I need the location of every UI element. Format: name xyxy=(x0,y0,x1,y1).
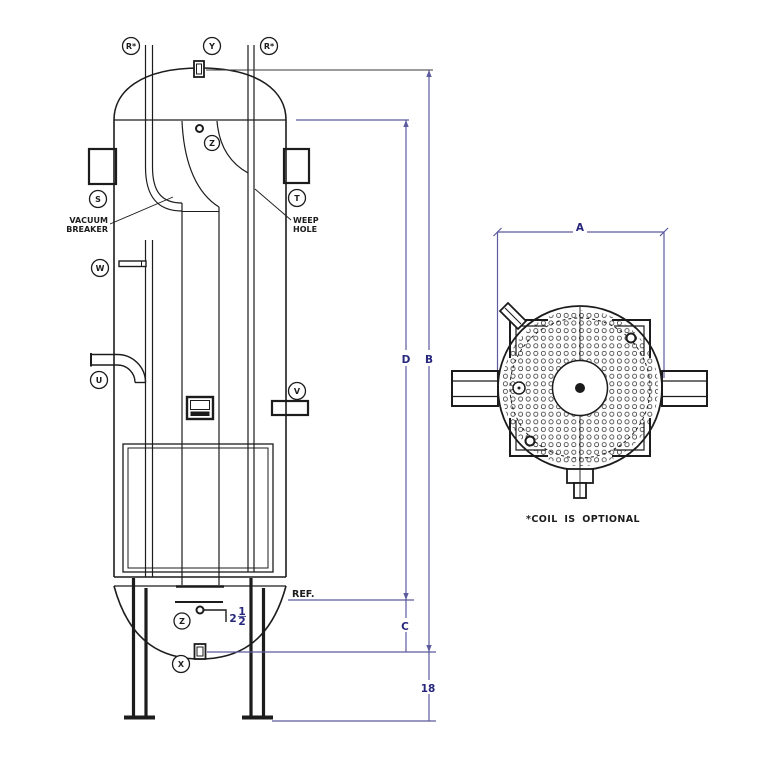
inlet-elbow-u xyxy=(90,353,147,384)
dimension-c: C xyxy=(400,600,411,652)
svg-text:R*: R* xyxy=(264,42,275,51)
svg-text:D: D xyxy=(402,354,411,366)
coil-optional-note: *COIL IS OPTIONAL xyxy=(526,514,640,525)
svg-text:A: A xyxy=(576,222,585,234)
callout-z-top: Z xyxy=(203,134,221,152)
ref-label: REF. xyxy=(292,589,315,600)
weep-hole-label: WEEP HOLE xyxy=(254,188,319,234)
callout-z-bottom: Z xyxy=(173,612,191,630)
callout-u: U xyxy=(89,370,109,390)
weep-hole-text-2: HOLE xyxy=(293,225,317,234)
nozzle-t xyxy=(282,147,311,185)
nozzle-s xyxy=(87,147,118,186)
svg-text:T: T xyxy=(294,194,300,203)
callout-v: V xyxy=(287,381,307,401)
small-fitting-sw xyxy=(524,435,536,447)
svg-text:W: W xyxy=(96,264,105,273)
dip-tube-bend xyxy=(181,120,220,208)
vacuum-breaker-elbow xyxy=(144,166,183,212)
callout-r-right: R* xyxy=(259,36,279,56)
vacuum-breaker-text-2: BREAKER xyxy=(66,225,108,234)
dimension-d: D xyxy=(400,120,412,600)
callout-w: W xyxy=(90,258,110,278)
plan-nozzle-left xyxy=(451,370,499,407)
weep-hole-fitting xyxy=(195,124,204,133)
callout-x: X xyxy=(171,654,191,674)
dimension-b: B xyxy=(423,70,435,652)
callout-y: Y xyxy=(202,36,222,56)
internal-piping xyxy=(144,45,255,603)
svg-text:2: 2 xyxy=(238,616,245,628)
plan-nozzle-right xyxy=(661,370,708,407)
plan-view: A xyxy=(451,221,708,525)
callout-r-left: R* xyxy=(121,36,141,56)
vacuum-breaker-label: VACUUM BREAKER xyxy=(66,196,174,234)
svg-text:C: C xyxy=(401,621,409,633)
svg-text:Y: Y xyxy=(208,42,215,51)
svg-text:X: X xyxy=(178,660,185,669)
vacuum-breaker-text-1: VACUUM xyxy=(69,216,108,225)
small-fitting-ne xyxy=(625,332,637,344)
small-fitting-left-dot xyxy=(517,386,521,390)
dimension-leg-height: 18 xyxy=(419,652,438,721)
weep-hole-text-1: WEEP xyxy=(293,216,319,225)
svg-text:R*: R* xyxy=(126,42,137,51)
callout-t: T xyxy=(287,188,307,208)
svg-text:2: 2 xyxy=(229,613,236,625)
svg-text:Z: Z xyxy=(179,617,185,626)
dimension-bottom-offset: 2 1 2 xyxy=(204,606,246,628)
manufacturer-nameplate xyxy=(185,395,215,421)
vessel-shell xyxy=(113,67,287,660)
bottom-x-fitting xyxy=(193,643,207,660)
bottom-z-fitting xyxy=(195,605,205,615)
svg-text:B: B xyxy=(425,354,433,366)
nozzle-v xyxy=(270,399,310,417)
svg-text:Z: Z xyxy=(209,139,215,148)
thermowell-w xyxy=(118,260,147,268)
center-fitting xyxy=(551,359,609,417)
svg-text:1: 1 xyxy=(238,606,245,618)
elevation-view: VACUUM BREAKER WEEP HOLE R* Y R* Z S xyxy=(66,36,319,720)
svg-text:S: S xyxy=(95,195,101,204)
diagonal-stub-pipe xyxy=(498,301,528,331)
callout-s: S xyxy=(88,189,108,209)
svg-text:18: 18 xyxy=(421,683,436,695)
elevation-dimensions: B D C 18 REF. 2 1 2 xyxy=(204,69,438,722)
top-center-fitting xyxy=(193,60,205,78)
svg-text:U: U xyxy=(96,376,103,385)
bottom-stub-nozzle xyxy=(566,468,594,499)
dimension-a: A xyxy=(493,221,669,378)
coil-box xyxy=(122,443,274,573)
svg-text:V: V xyxy=(294,387,301,396)
